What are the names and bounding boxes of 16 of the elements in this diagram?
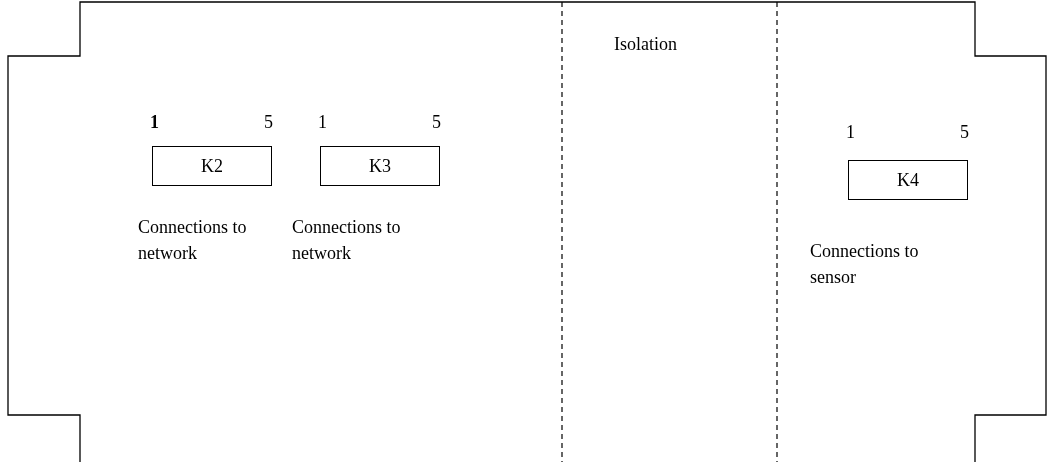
pin-number: 5 [432,112,441,134]
connector-box [848,160,968,200]
connector-box [152,146,272,186]
connector-caption: Connections to network [138,216,248,266]
pin-number: 5 [264,112,273,134]
connector-label: K3 [369,155,391,177]
connector-label: K4 [897,169,919,191]
pin-number: 1 [318,112,327,134]
connector-box [320,146,440,186]
connector-label: K2 [201,155,223,177]
pin-number: 1 [846,122,855,144]
pin-number: 1 [150,112,159,134]
pin-number: 5 [960,122,969,144]
connector-caption: Connections to network [292,216,402,266]
connector-caption: Connections to sensor [810,240,920,290]
zone-label: Isolation [614,34,677,56]
